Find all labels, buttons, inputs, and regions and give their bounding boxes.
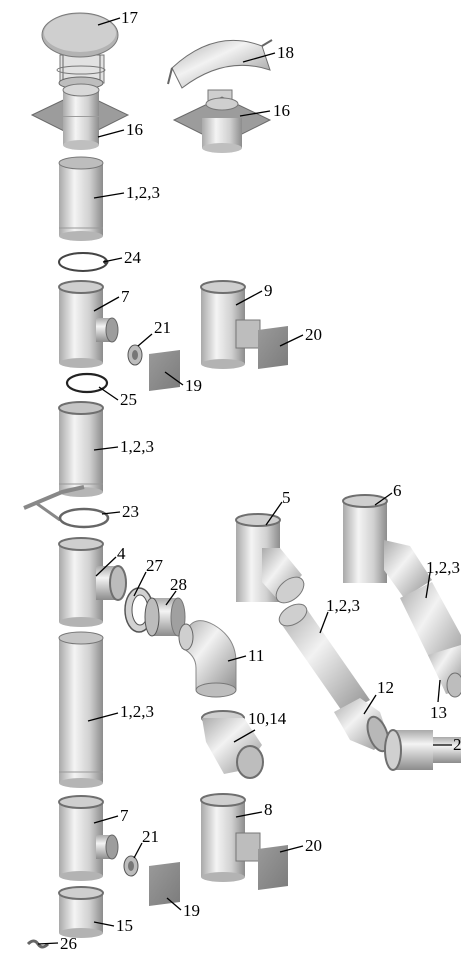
label-20-upper: 20	[305, 325, 322, 344]
label-2-adapter: 2	[453, 735, 461, 754]
label-9: 9	[264, 281, 273, 300]
label-1-2-3-diagonal: 1,2,3	[326, 596, 360, 615]
part-tee-upper	[58, 280, 119, 368]
part-clamp-25	[65, 372, 109, 394]
label-8: 8	[264, 800, 273, 819]
part-cover-plate-upper	[149, 350, 180, 391]
label-11: 11	[248, 646, 264, 665]
label-1-2-3-middle: 1,2,3	[120, 437, 154, 456]
label-19-lower: 19	[183, 901, 200, 920]
part-inspection-cap-upper	[127, 344, 143, 366]
label-18: 18	[277, 43, 294, 62]
part-elbow-45	[201, 710, 264, 779]
part-adapter-right	[384, 729, 461, 771]
label-25: 25	[120, 390, 137, 409]
label-21-lower: 21	[142, 827, 159, 846]
part-rain-cover	[167, 39, 273, 105]
part-labels: 17 18 16 16 1,2,3 24 9 7 21 20 19 25 1,2…	[60, 8, 461, 953]
part-cover-plate-lower	[149, 862, 180, 906]
part-pipe-diagonal	[278, 603, 370, 714]
part-roof-flashing-left	[30, 83, 130, 150]
part-elbow-right	[428, 645, 461, 698]
part-elbow-90	[178, 620, 237, 698]
label-5: 5	[282, 488, 291, 507]
part-tee-lower	[58, 795, 119, 881]
label-1-2-3-long: 1,2,3	[120, 702, 154, 721]
label-4: 4	[117, 544, 126, 563]
label-16-left: 16	[126, 120, 143, 139]
part-tee-connection-upper	[200, 280, 261, 369]
part-pipe-top	[58, 156, 104, 241]
part-condensate-collector	[58, 886, 104, 938]
label-24: 24	[124, 248, 142, 267]
label-26: 26	[60, 934, 77, 953]
part-cap	[41, 12, 119, 90]
part-inspection-cap-lower	[123, 855, 139, 877]
label-21-upper: 21	[154, 318, 171, 337]
part-tee-90	[58, 537, 127, 627]
label-1-2-3-top: 1,2,3	[126, 183, 160, 202]
leader-lines	[37, 17, 452, 945]
label-12: 12	[377, 678, 394, 697]
label-10-14: 10,14	[248, 709, 287, 728]
part-plate-lower	[258, 845, 288, 890]
part-clamp-24	[58, 252, 109, 272]
part-pipe-long	[58, 631, 104, 788]
label-28: 28	[170, 575, 187, 594]
part-wall-bracket	[23, 485, 110, 529]
part-tee-connection-lower	[200, 793, 261, 882]
label-7-lower: 7	[120, 806, 129, 825]
label-20-lower: 20	[305, 836, 322, 855]
label-17: 17	[121, 8, 139, 27]
label-7-upper: 7	[121, 287, 130, 306]
label-13: 13	[430, 703, 447, 722]
label-19-upper: 19	[185, 376, 202, 395]
part-tee-45	[235, 513, 305, 604]
part-plate-upper	[258, 326, 288, 369]
label-16-right: 16	[273, 101, 290, 120]
label-15: 15	[116, 916, 133, 935]
part-adapter-28	[144, 597, 186, 637]
label-1-2-3-right: 1,2,3	[426, 558, 460, 577]
part-roof-flashing-right	[172, 96, 272, 153]
label-6: 6	[393, 481, 402, 500]
label-23: 23	[122, 502, 139, 521]
label-27: 27	[146, 556, 164, 575]
part-tee-diagonal	[342, 494, 432, 598]
